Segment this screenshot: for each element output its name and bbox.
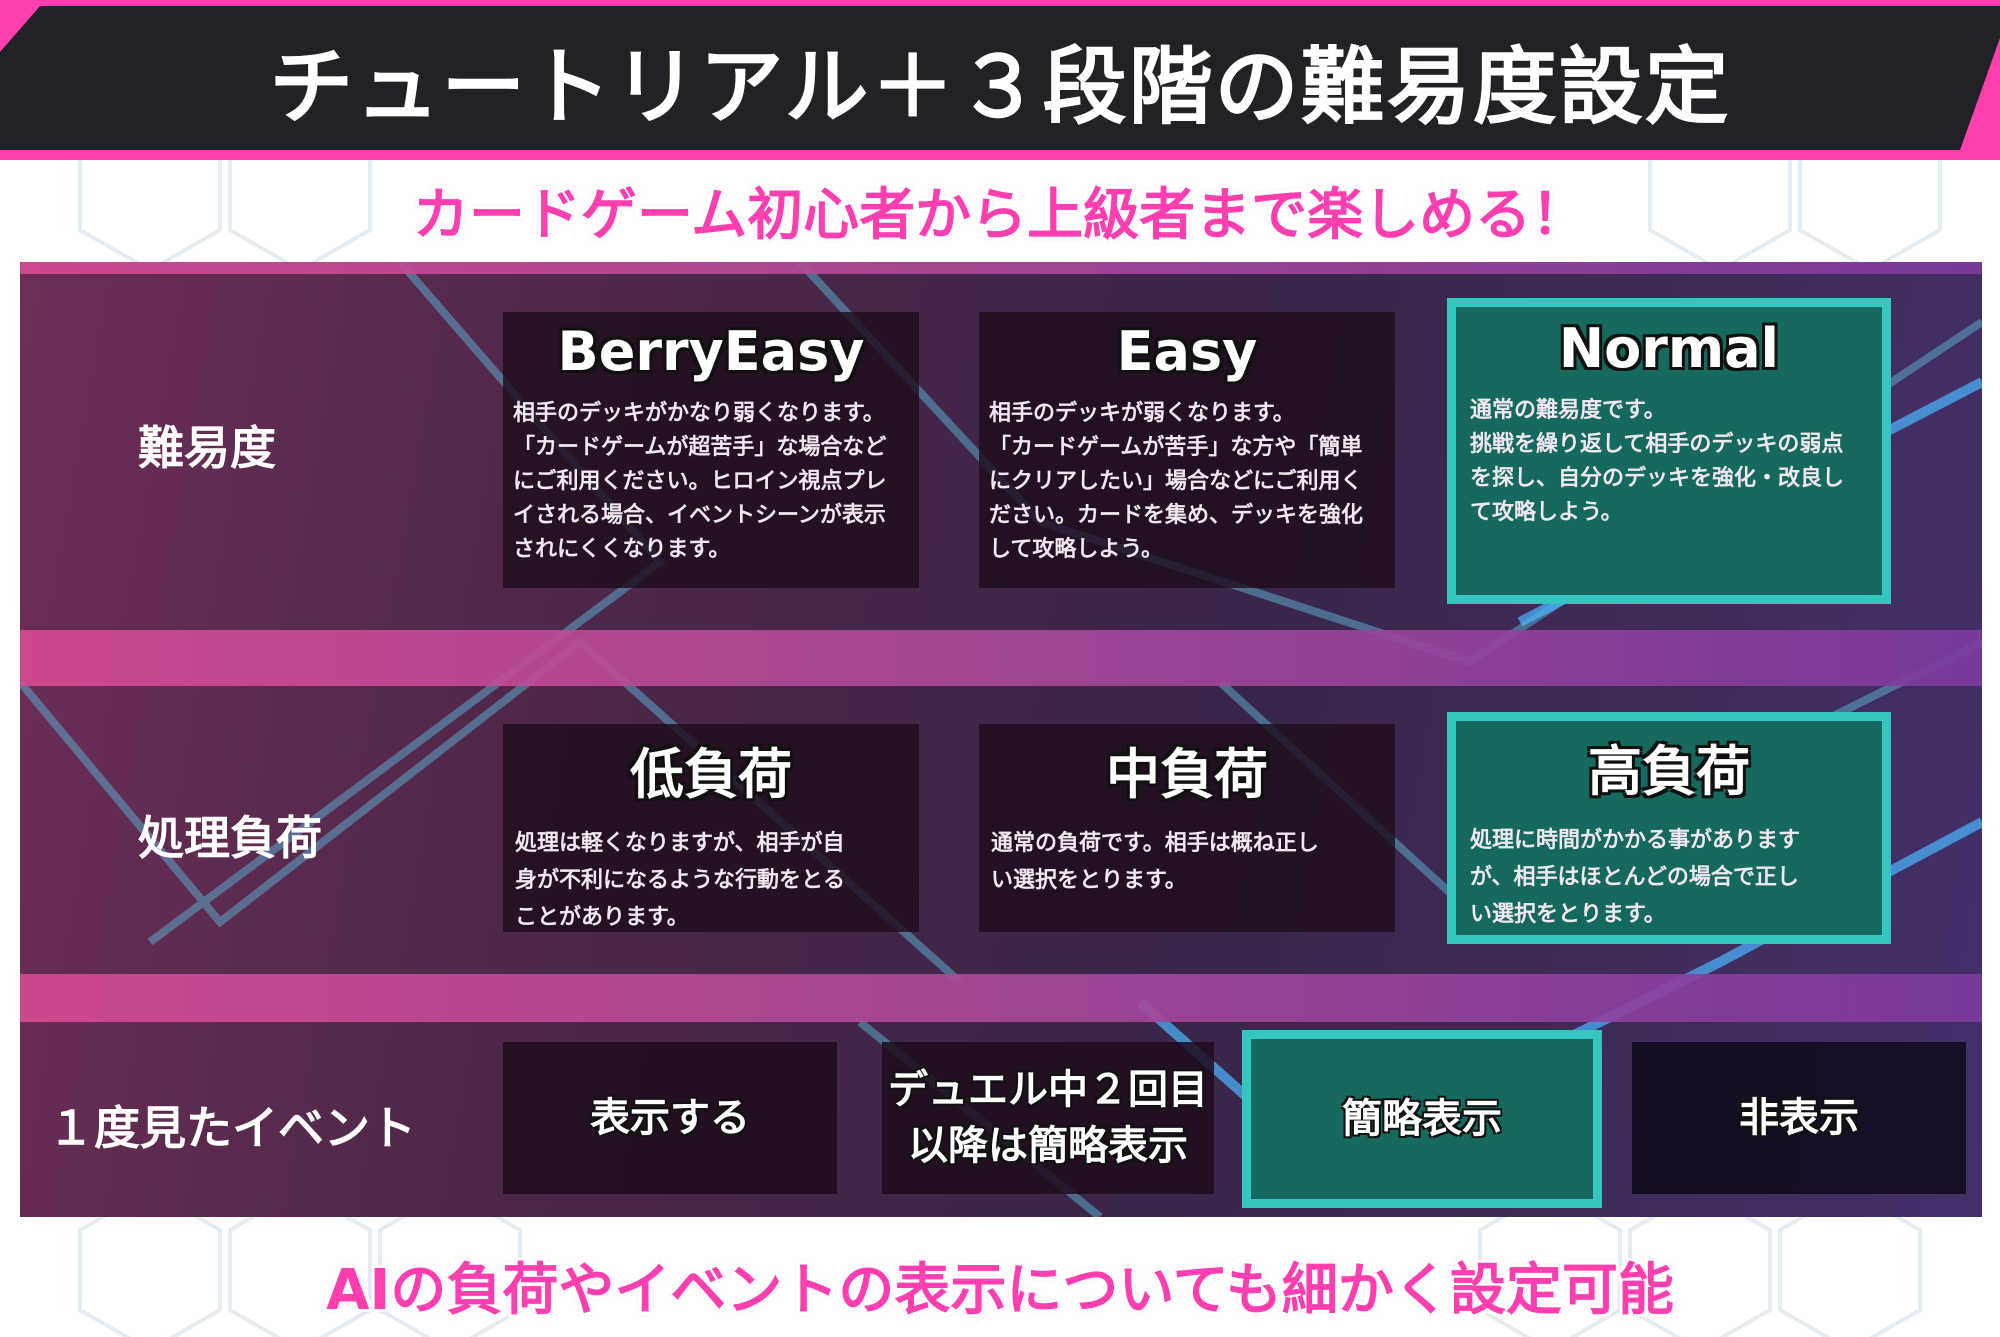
- event-option-brief-after-second[interactable]: デュエル中２回目 以降は簡略表示: [882, 1042, 1214, 1194]
- settings-panel: 難易度 BerryEasy 相手のデッキがかなり弱くなります。 「カードゲームが…: [20, 262, 1982, 1217]
- stripe-top: [20, 262, 1982, 274]
- load-option-low[interactable]: 低負荷 処理は軽くなりますが、相手が自 身が不利になるような行動をとる ことがあ…: [503, 724, 919, 932]
- option-description: 相手のデッキが弱くなります。 「カードゲームが苦手」な方や「簡単 にクリアしたい…: [989, 401, 1364, 562]
- difficulty-option-easy[interactable]: Easy 相手のデッキが弱くなります。 「カードゲームが苦手」な方や「簡単 にク…: [979, 312, 1395, 588]
- title-banner: [0, 0, 2000, 160]
- page-title: チュートリアル＋３段階の難易度設定: [269, 37, 1731, 136]
- option-description: 通常の難易度です。 挑戦を繰り返して相手のデッキの弱点 を探し、自分のデッキを強…: [1470, 398, 1845, 525]
- stripe-divider-2: [20, 974, 1982, 1022]
- option-description: 処理に時間がかかる事があります が、相手はほとんどの場合で正し い選択をとります…: [1470, 828, 1801, 927]
- option-title: Easy: [1116, 320, 1258, 383]
- option-label-line1: デュエル中２回目: [888, 1067, 1208, 1113]
- option-description: 処理は軽くなりますが、相手が自 身が不利になるような行動をとる ことがあります。: [515, 831, 846, 930]
- row-label-processing-load: 処理負荷: [138, 811, 322, 865]
- option-description: 通常の負荷です。相手は概ね正し い選択をとります。: [991, 831, 1319, 893]
- option-title: 低負荷: [630, 743, 792, 806]
- option-title: BerryEasy: [557, 320, 865, 383]
- subtitle: カードゲーム初心者から上級者まで楽しめる！: [412, 183, 1588, 248]
- row-label-difficulty: 難易度: [138, 421, 276, 475]
- option-title: Normal: [1558, 317, 1780, 380]
- load-option-medium[interactable]: 中負荷 通常の負荷です。相手は概ね正し い選択をとります。: [979, 724, 1395, 932]
- row-label-seen-event: １度見たイベント: [48, 1101, 416, 1155]
- option-description: 相手のデッキがかなり弱くなります。 「カードゲームが超苦手」な場合など にご利用…: [513, 401, 887, 562]
- difficulty-option-normal[interactable]: Normal 通常の難易度です。 挑戦を繰り返して相手のデッキの弱点 を探し、自…: [1447, 298, 1891, 604]
- event-option-hide[interactable]: 非表示: [1632, 1042, 1966, 1194]
- difficulty-option-berryeasy[interactable]: BerryEasy 相手のデッキがかなり弱くなります。 「カードゲームが超苦手」…: [503, 312, 919, 588]
- stripe-divider-1: [20, 630, 1982, 686]
- footer-caption: AIの負荷やイベントの表示についても細かく設定可能: [326, 1258, 1674, 1323]
- option-title: 中負荷: [1106, 743, 1268, 806]
- event-option-brief[interactable]: 簡略表示: [1242, 1030, 1602, 1208]
- option-label-line2: 以降は簡略表示: [908, 1123, 1188, 1169]
- option-title: 高負荷: [1588, 740, 1750, 803]
- event-option-show[interactable]: 表示する: [503, 1042, 837, 1194]
- load-option-high[interactable]: 高負荷 処理に時間がかかる事があります が、相手はほとんどの場合で正し い選択を…: [1447, 712, 1891, 944]
